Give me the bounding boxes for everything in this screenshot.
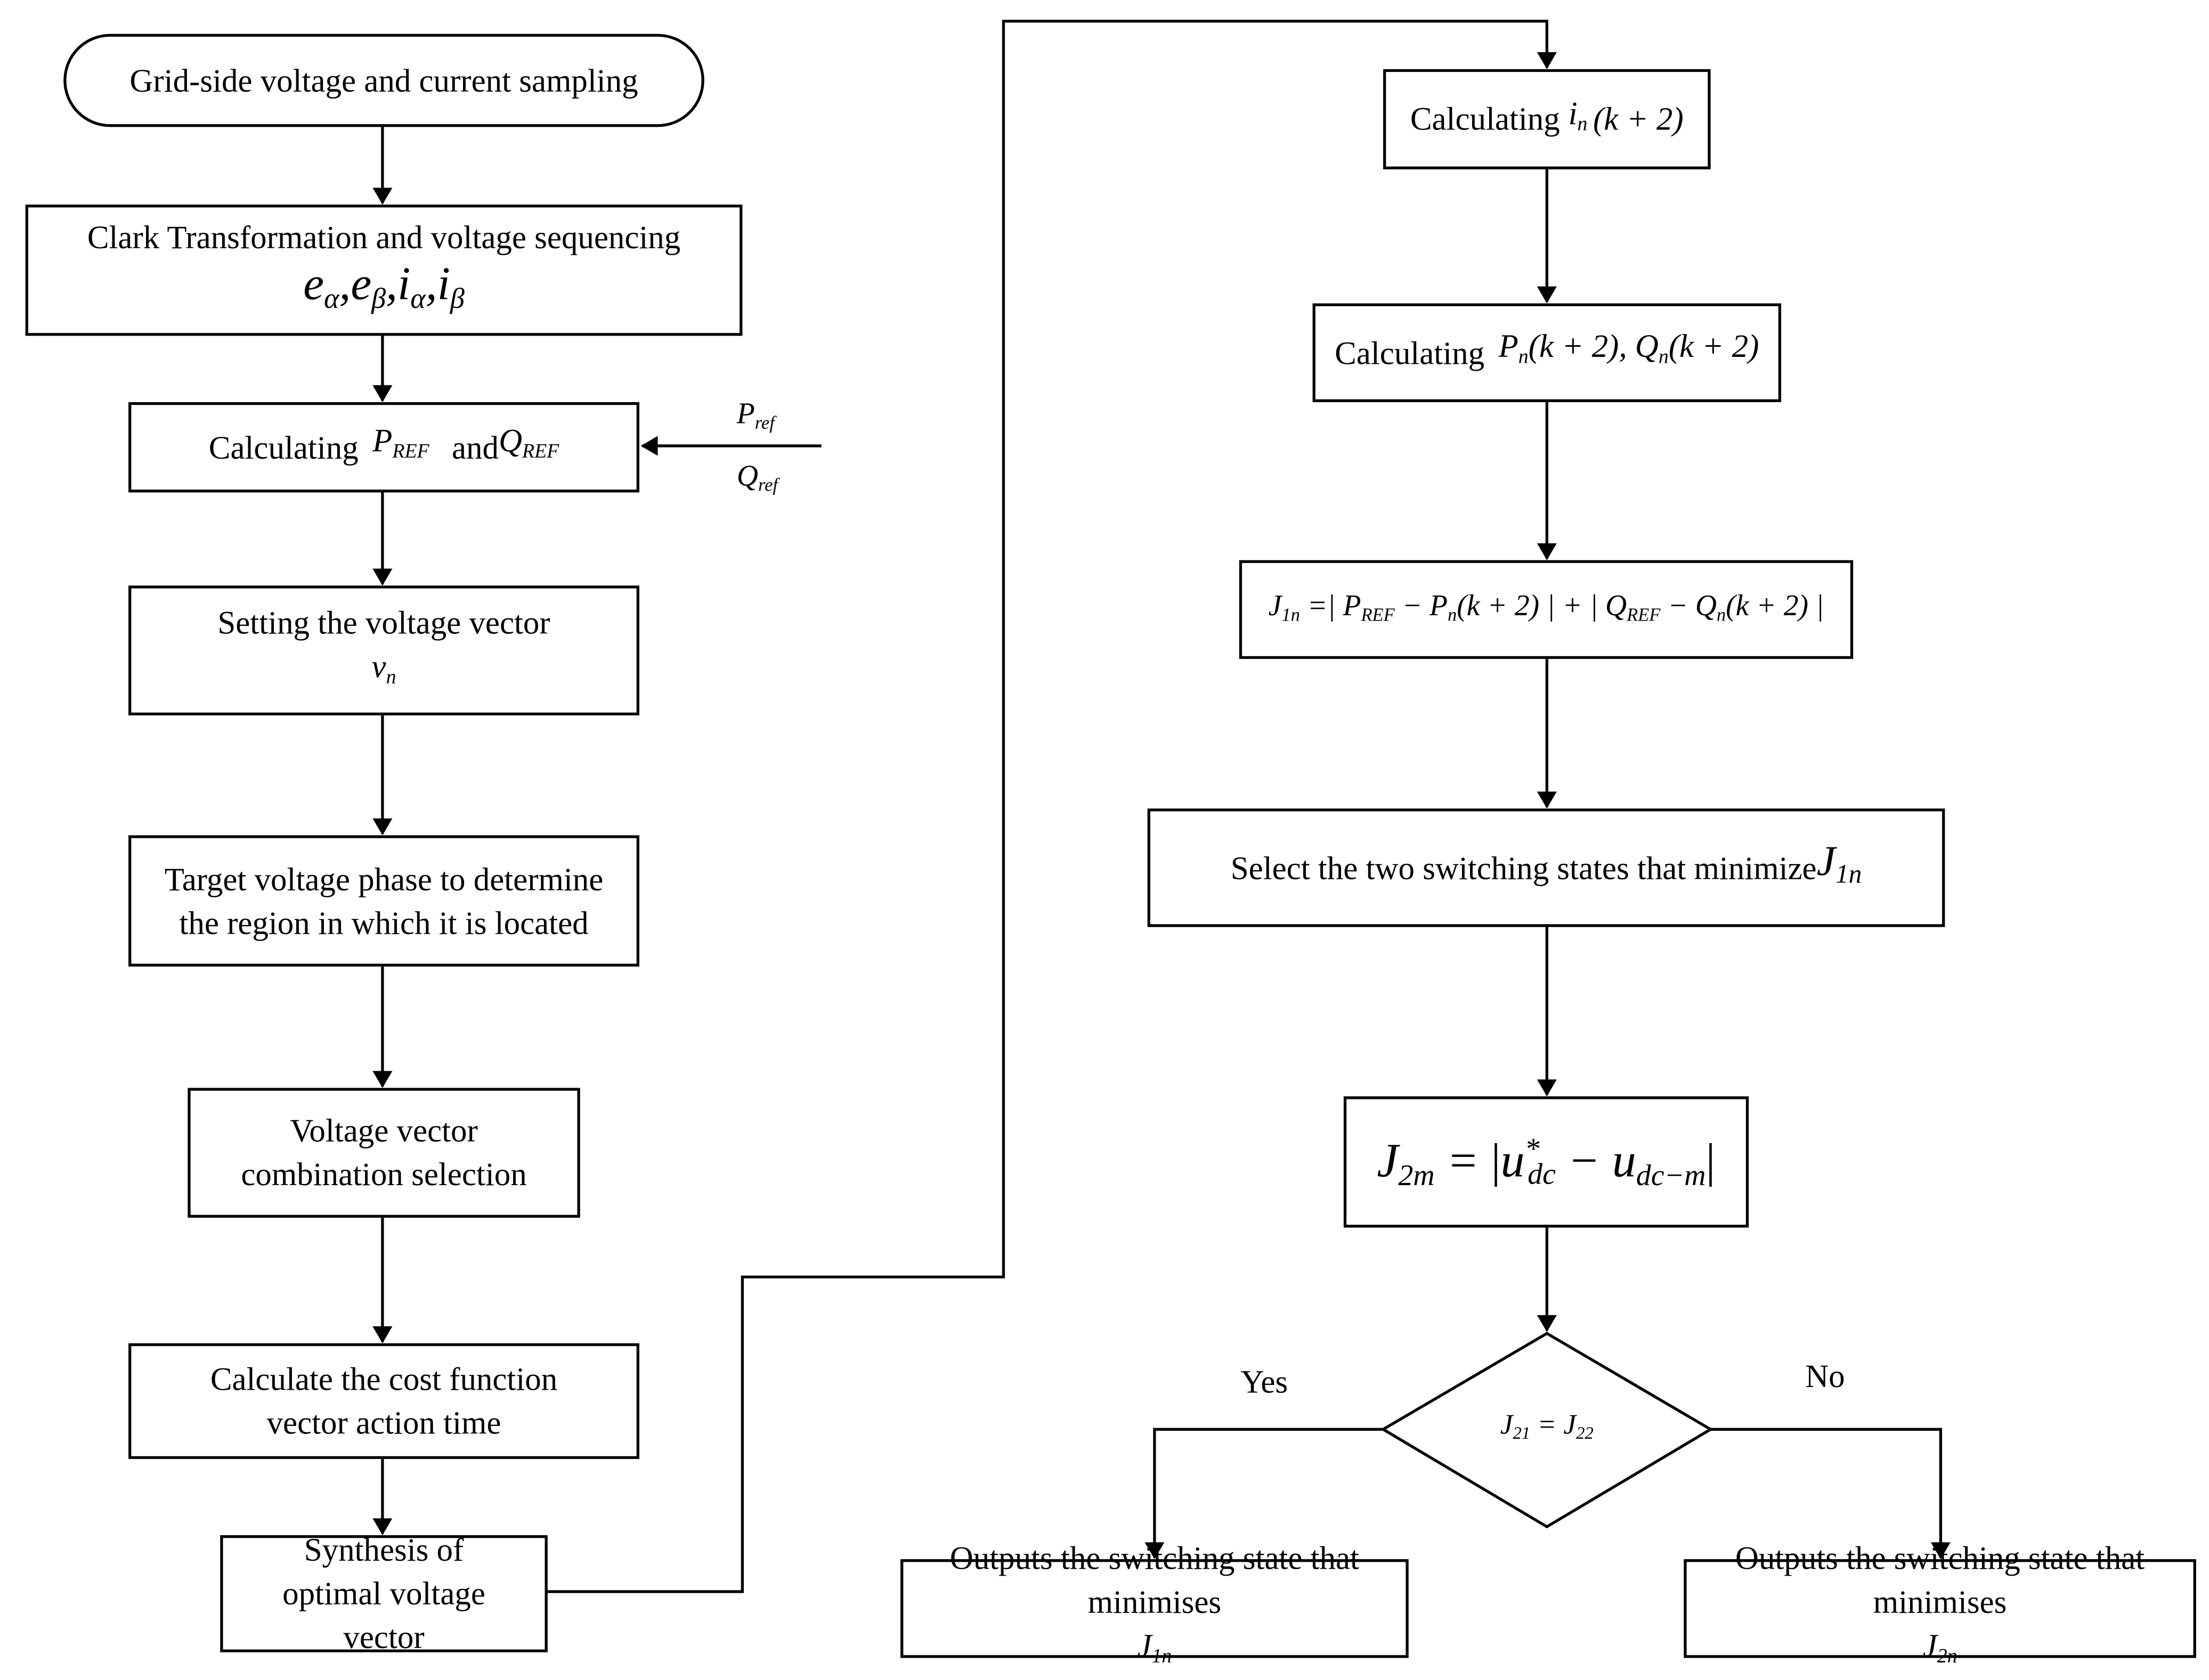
i-n-symbol: in (1568, 95, 1588, 136)
calc-ref-and: and (452, 429, 499, 465)
calculate-reference-box: Calculating PREF and QREF (128, 402, 639, 493)
calc-in-prefix: Calculating (1410, 101, 1560, 137)
synthesis-label: Synthesis of optimal voltage vector (282, 1532, 485, 1655)
j1n-formula-box: J1n =| PREF − Pn(k + 2) | + | QREF − Qn(… (1239, 560, 1854, 659)
arrow-decision-yes (1144, 1428, 1384, 1560)
clark-math: eα,eβ,iα,iβ (303, 259, 465, 315)
cost-function-label: Calculate the cost function vector actio… (210, 1361, 558, 1441)
cost-function-box: Calculate the cost function vector actio… (128, 1343, 639, 1459)
select-two-states-box: Select the two switching states that min… (1147, 808, 1945, 927)
calc-ref-prefix: Calculating (208, 429, 359, 465)
j2m-formula-box: J2m = |u*dc − udc−m| (1343, 1096, 1749, 1228)
output-yes-label: Outputs the switching state that minimis… (949, 1541, 1359, 1621)
i-n-expr: (k + 2) (1593, 101, 1684, 137)
decision-diamond (1380, 1332, 1713, 1529)
arrow-decision-no (1710, 1428, 1951, 1560)
output-no-symbol: J2n (1922, 1628, 1958, 1669)
start-terminal: Grid-side voltage and current sampling (63, 34, 704, 127)
output-no-label: Outputs the switching state that minimis… (1735, 1541, 2145, 1621)
start-label: Grid-side voltage and current sampling (129, 62, 638, 99)
target-phase-label: Target voltage phase to determine the re… (164, 861, 604, 941)
output-no-box: Outputs the switching state that minimis… (1684, 1542, 2196, 1669)
decision-label: J21 = J22 (1500, 1409, 1594, 1444)
yes-label: Yes (1240, 1364, 1288, 1400)
q-ref-symbol: QREF (499, 423, 559, 464)
set-vector-label: Setting the voltage vector (217, 605, 550, 641)
select-two-label: Select the two switching states that min… (1230, 850, 1817, 886)
combination-selection-box: Voltage vector combination selection (188, 1088, 580, 1218)
p-ref-symbol: PREF (372, 423, 429, 464)
v-n-symbol: vn (371, 649, 396, 689)
j1n-symbol-select: J1n (1816, 837, 1862, 890)
clark-label: Clark Transformation and voltage sequenc… (87, 220, 681, 256)
combination-label: Voltage vector combination selection (241, 1113, 527, 1193)
calc-pq-box: Calculating Pn(k + 2), Qn(k + 2) (1312, 303, 1782, 402)
connector-synthesis-to-right-column (547, 20, 1557, 1593)
no-label: No (1805, 1358, 1845, 1394)
pq-expr: Pn(k + 2), Qn(k + 2) (1498, 329, 1759, 370)
target-phase-box: Target voltage phase to determine the re… (128, 835, 639, 967)
j1n-formula: J1n =| PREF − Pn(k + 2) | + | QREF − Qn(… (1268, 588, 1824, 625)
clark-transformation-box: Clark Transformation and voltage sequenc… (25, 205, 743, 336)
output-yes-box: Outputs the switching state that minimis… (900, 1542, 1409, 1669)
set-voltage-vector-box: Setting the voltage vector vn (128, 585, 639, 716)
calc-in-box: Calculating in (k + 2) (1383, 69, 1711, 169)
j2m-formula: J2m = |u*dc − udc−m| (1377, 1131, 1716, 1192)
calc-pq-prefix: Calculating (1335, 335, 1485, 371)
synthesis-box: Synthesis of optimal voltage vector (220, 1532, 548, 1655)
input-q-ref: Qref (736, 458, 778, 495)
output-yes-symbol: J1n (1137, 1628, 1172, 1669)
input-p-ref: Pref (736, 396, 775, 433)
